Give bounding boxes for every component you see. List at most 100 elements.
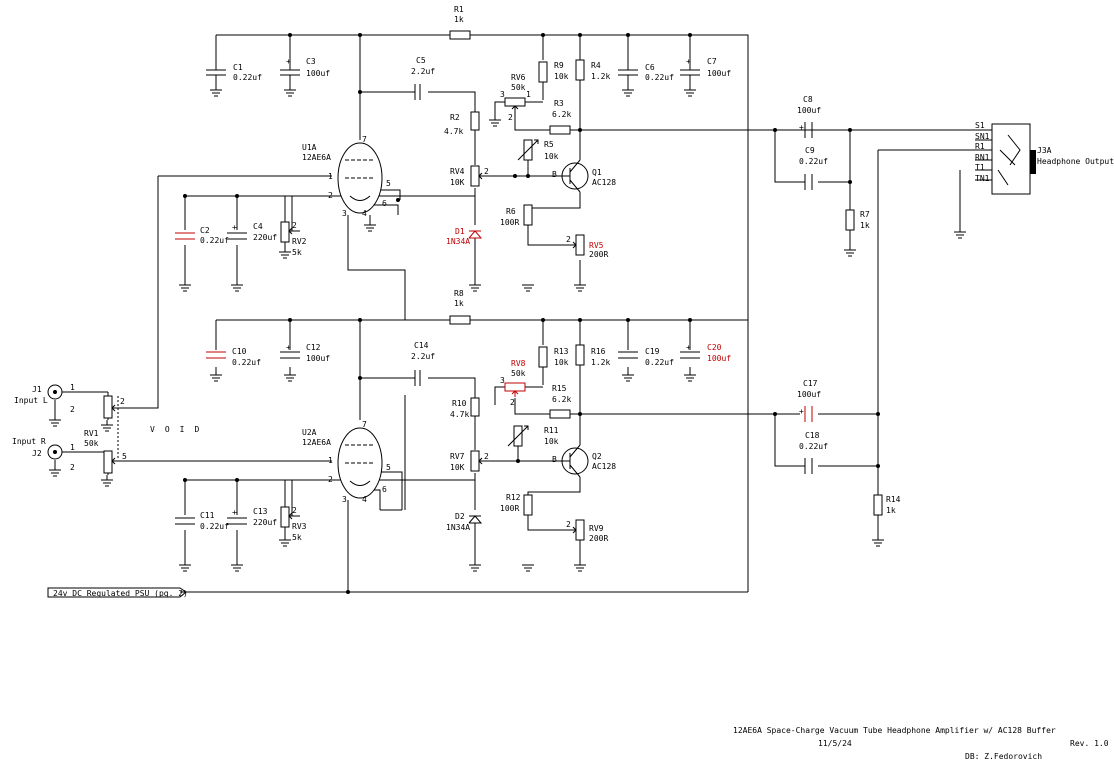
cap-ref: C20	[707, 343, 722, 352]
svg-text:+: +	[286, 343, 291, 352]
resistor-value: 4.7k	[450, 410, 469, 419]
svg-text:2: 2	[510, 398, 515, 407]
diode-ref: D2	[455, 512, 465, 521]
schematic-date: 11/5/24	[818, 739, 852, 748]
pot-ref: RV9	[589, 524, 604, 533]
wiring	[54, 34, 1016, 593]
resistor-value: 1.2k	[591, 72, 610, 81]
svg-text:B: B	[552, 170, 557, 179]
output-pin: S1	[975, 121, 985, 130]
cap-value: 2.2uf	[411, 67, 435, 76]
svg-text:7: 7	[362, 135, 367, 144]
psu-flag	[47, 587, 187, 598]
input-j2-ref: J2	[32, 449, 42, 458]
cap-value: 100uf	[797, 390, 821, 399]
tube-value: 12AE6A	[302, 438, 331, 447]
resistor-r7	[845, 209, 855, 231]
tube-value: 12AE6A	[302, 153, 331, 162]
svg-text:2: 2	[484, 452, 489, 461]
pot-ref: RV6	[511, 73, 526, 82]
resistor-value: 10k	[554, 72, 569, 81]
cap-value: 100uf	[707, 354, 731, 363]
svg-text:1: 1	[70, 383, 75, 392]
tube-ref: U1A	[302, 143, 317, 152]
transistor-value: AC128	[592, 178, 616, 187]
pot-value: 50k	[511, 83, 526, 92]
svg-text:+: +	[232, 223, 237, 232]
transistor-value: AC128	[592, 462, 616, 471]
cap-ref: C10	[232, 347, 247, 356]
pot-rv6	[504, 97, 526, 107]
output-labels: J3A Headphone Output S1 SN1 R1 RN1 T1 TN…	[975, 121, 1114, 183]
diode-d2	[468, 515, 483, 524]
resistor-value: 1.2k	[591, 358, 610, 367]
pot-ref: RV2	[292, 237, 307, 246]
cap-value: 100uf	[797, 106, 821, 115]
schematic-title: 12AE6A Space-Charge Vacuum Tube Headphon…	[733, 726, 1056, 735]
capacitor-bodies	[175, 65, 813, 525]
title-block: 12AE6A Space-Charge Vacuum Tube Headphon…	[733, 726, 1109, 761]
transistor-q2	[560, 444, 589, 478]
resistor-ref: R8	[454, 289, 464, 298]
svg-text:5: 5	[386, 463, 391, 472]
pot-value: 5k	[292, 533, 302, 542]
output-pin: T1	[975, 163, 985, 172]
svg-text:2: 2	[566, 235, 571, 244]
cap-value: 220uf	[253, 518, 277, 527]
svg-text:1: 1	[328, 172, 333, 181]
diode-value: 1N34A	[446, 237, 470, 246]
resistor-r15	[549, 409, 571, 419]
cap-value: 220uf	[253, 233, 277, 242]
pot-rv2	[280, 221, 290, 243]
resistor-ref: R11	[544, 426, 559, 435]
resistor-r3	[549, 125, 571, 135]
resistor-r1	[449, 30, 471, 40]
cap-value: 0.22uf	[200, 522, 229, 531]
cap-ref: C12	[306, 343, 321, 352]
cap-ref: C8	[803, 95, 813, 104]
resistor-value: 6.2k	[552, 110, 571, 119]
resistor-value: 1k	[886, 506, 896, 515]
pot-rv7	[470, 450, 480, 472]
cap-ref: C17	[803, 379, 818, 388]
resistor-r8	[449, 315, 471, 325]
input-labels: J1 Input L Input R J2	[12, 385, 48, 458]
resistor-r14	[873, 494, 883, 516]
resistor-value: 10k	[554, 358, 569, 367]
schematic-author: DB: Z.Fedorovich	[965, 752, 1042, 761]
svg-text:3: 3	[342, 495, 347, 504]
cap-ref: C13	[253, 507, 268, 516]
cap-ref: C1	[233, 63, 243, 72]
svg-text:2: 2	[508, 113, 513, 122]
resistor-ref: R2	[450, 113, 460, 122]
pot-rv1-b	[103, 450, 113, 474]
tube-u2a	[337, 427, 383, 499]
cap-ref: C19	[645, 347, 660, 356]
resistor-ref: R15	[552, 384, 567, 393]
input-jack-j1	[47, 384, 63, 400]
resistor-value: 100R	[500, 504, 519, 513]
resistor-ref: R14	[886, 495, 901, 504]
cap-value: 0.22uf	[799, 157, 828, 166]
resistor-ref: R9	[554, 61, 564, 70]
resistor-value: 1k	[454, 15, 464, 24]
svg-text:2: 2	[70, 463, 75, 472]
svg-text:+: +	[232, 508, 237, 517]
cap-ref: C18	[805, 431, 820, 440]
cap-ref: C5	[416, 56, 426, 65]
svg-text:2: 2	[328, 191, 333, 200]
resistor-labels: R1 1k R2 4.7k R3 6.2k R4 1.2k R5 10k R6 …	[444, 5, 901, 515]
svg-text:5: 5	[122, 452, 127, 461]
resistor-ref: R7	[860, 210, 870, 219]
cap-value: 100uf	[306, 69, 330, 78]
resistor-r9	[538, 61, 548, 83]
svg-text:5: 5	[386, 179, 391, 188]
resistor-ref: R3	[554, 99, 564, 108]
pot-rv4	[470, 165, 480, 187]
pot-value: 10K	[450, 463, 465, 472]
pot-rv8	[504, 382, 526, 392]
input-j2-name: Input R	[12, 437, 46, 446]
cap-ref: C3	[306, 57, 316, 66]
pot-rv9	[575, 519, 585, 541]
